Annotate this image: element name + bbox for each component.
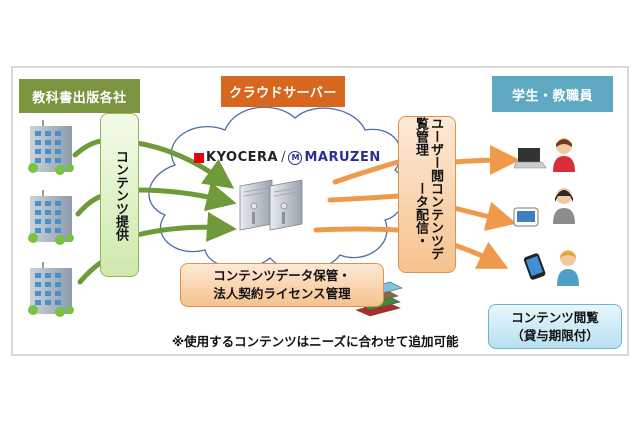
maruzen-mark-icon: M <box>288 150 303 165</box>
header-cloud-server-label: クラウドサーバー <box>229 86 337 101</box>
office-building-icon <box>28 262 74 317</box>
arrow-building1-to-box <box>72 138 105 158</box>
kyocera-mark-icon <box>194 152 204 163</box>
header-publishers-label: 教科書出版各社 <box>32 90 127 106</box>
laptop-icon <box>513 148 547 169</box>
distribution-line2: ユーザー閲覧管理 <box>413 117 443 182</box>
header-users-label: 学生・教職員 <box>511 88 593 104</box>
arrow-box-to-server-3 <box>134 211 237 242</box>
arrow-building2-to-box <box>75 193 105 217</box>
arrow-server-to-box-3 <box>313 226 401 233</box>
arrow-box-to-phone <box>451 241 509 269</box>
header-publishers: 教科書出版各社 <box>19 79 140 113</box>
distribution-line1: コンテンツデータ配信・ <box>413 182 443 261</box>
arrow-server-to-box-1 <box>332 159 401 185</box>
header-cloud-server: クラウドサーバー <box>221 76 345 107</box>
storage-line2: 法人契約ライセンス管理 <box>213 286 351 301</box>
arrow-box-to-server-1 <box>134 140 235 189</box>
content-viewing-box: コンテンツ閲覧 （貸与期限付） <box>488 304 622 349</box>
distribution-management-box: コンテンツデータ配信・ ユーザー閲覧管理 <box>398 116 456 273</box>
content-supply-box: コンテンツ提供 <box>100 113 139 277</box>
content-supply-label: コンテンツ提供 <box>112 149 128 241</box>
storage-license-box: コンテンツデータ保管・ 法人契約ライセンス管理 <box>180 263 384 307</box>
tablet-icon <box>513 207 539 227</box>
office-building-icon <box>28 190 74 245</box>
arrow-box-to-laptop <box>451 145 520 176</box>
arrow-box-to-server-2 <box>134 181 237 212</box>
arrow-server-to-box-2 <box>327 193 401 203</box>
arrow-building3-to-box <box>77 259 105 285</box>
person-icon <box>553 138 575 172</box>
smartphone-icon <box>523 253 546 280</box>
viewing-line1: コンテンツ閲覧 <box>511 309 599 325</box>
viewing-line2: （貸与期限付） <box>511 327 599 343</box>
storage-line1: コンテンツデータ保管・ <box>213 268 351 283</box>
person-icon <box>557 250 579 286</box>
office-building-icon <box>28 120 74 175</box>
person-icon <box>553 188 575 224</box>
arrow-box-to-tablet <box>451 201 517 231</box>
kyocera-logo: KYOCERA <box>206 150 279 165</box>
header-users: 学生・教職員 <box>492 76 613 112</box>
maruzen-logo: MARUZEN <box>304 150 381 165</box>
partner-logos: KYOCERA / M MARUZEN <box>194 150 381 165</box>
logo-separator: / <box>281 150 286 165</box>
footnote: ※使用するコンテンツはニーズに合わせて追加可能 <box>172 334 459 349</box>
distribution-arrows <box>313 145 520 269</box>
server-icon <box>239 179 303 231</box>
